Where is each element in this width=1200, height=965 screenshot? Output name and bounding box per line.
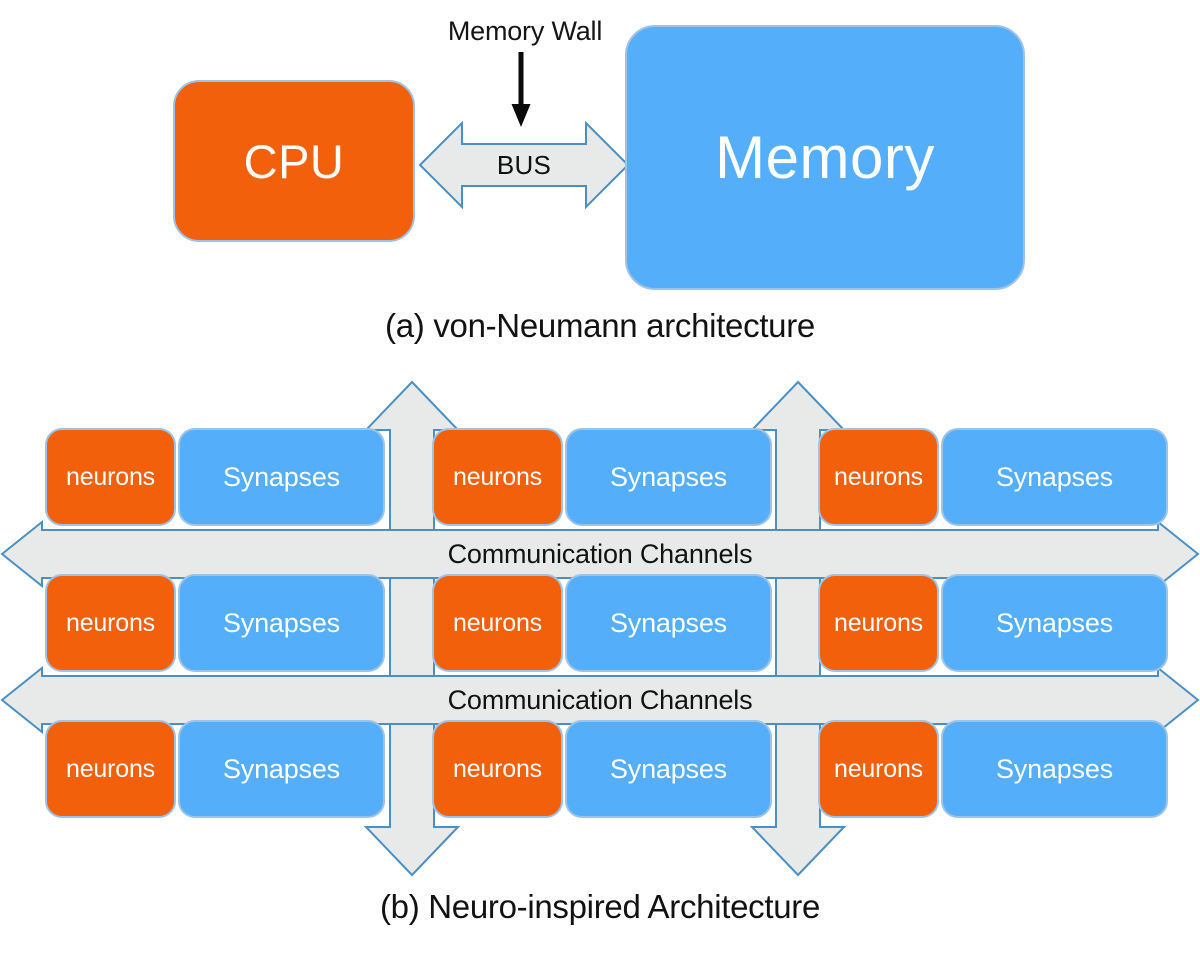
neurons-tile: neurons: [432, 720, 563, 818]
synapses-tile: Synapses: [178, 428, 385, 526]
synapses-tile: Synapses: [941, 428, 1168, 526]
communication-channel-arrow-2: Communication Channels: [0, 666, 1200, 734]
cpu-label: CPU: [243, 134, 345, 188]
neurons-tile: neurons: [818, 428, 939, 526]
memory-wall-label: Memory Wall: [447, 16, 603, 46]
neurons-tile: neurons: [432, 574, 563, 672]
panel-von-neumann: Memory Wall CPU BUS Memory: [0, 0, 1200, 370]
bus-arrow-icon: BUS: [418, 120, 630, 210]
core-row-2: neurons Synapses neurons Synapses neuron…: [0, 574, 1200, 672]
neurons-tile: neurons: [45, 720, 176, 818]
neurons-tile: neurons: [45, 428, 176, 526]
synapses-tile: Synapses: [178, 720, 385, 818]
caption-panel-a: (a) von-Neumann architecture: [385, 307, 815, 344]
panel-neuro-inspired: Communication Channels Communication Cha…: [0, 380, 1200, 880]
synapses-tile: Synapses: [565, 720, 772, 818]
synapses-tile: Synapses: [565, 428, 772, 526]
communication-channel-arrow-1: Communication Channels: [0, 520, 1200, 588]
neurons-tile: neurons: [432, 428, 563, 526]
neurons-tile: neurons: [45, 574, 176, 672]
bus-label: BUS: [496, 149, 552, 180]
synapses-tile: Synapses: [178, 574, 385, 672]
caption-panel-b: (b) Neuro-inspired Architecture: [379, 888, 821, 925]
core-row-3: neurons Synapses neurons Synapses neuron…: [0, 720, 1200, 818]
cpu-block: CPU: [173, 80, 415, 242]
memory-label: Memory: [715, 124, 935, 191]
core-row-1: neurons Synapses neurons Synapses neuron…: [0, 428, 1200, 526]
neurons-tile: neurons: [818, 574, 939, 672]
neurons-tile: neurons: [818, 720, 939, 818]
down-arrow-icon: [510, 52, 532, 127]
synapses-tile: Synapses: [565, 574, 772, 672]
communication-channel-label-1: Communication Channels: [447, 538, 753, 569]
synapses-tile: Synapses: [941, 574, 1168, 672]
communication-channel-label-2: Communication Channels: [447, 684, 753, 715]
synapses-tile: Synapses: [941, 720, 1168, 818]
memory-block: Memory: [625, 25, 1025, 290]
